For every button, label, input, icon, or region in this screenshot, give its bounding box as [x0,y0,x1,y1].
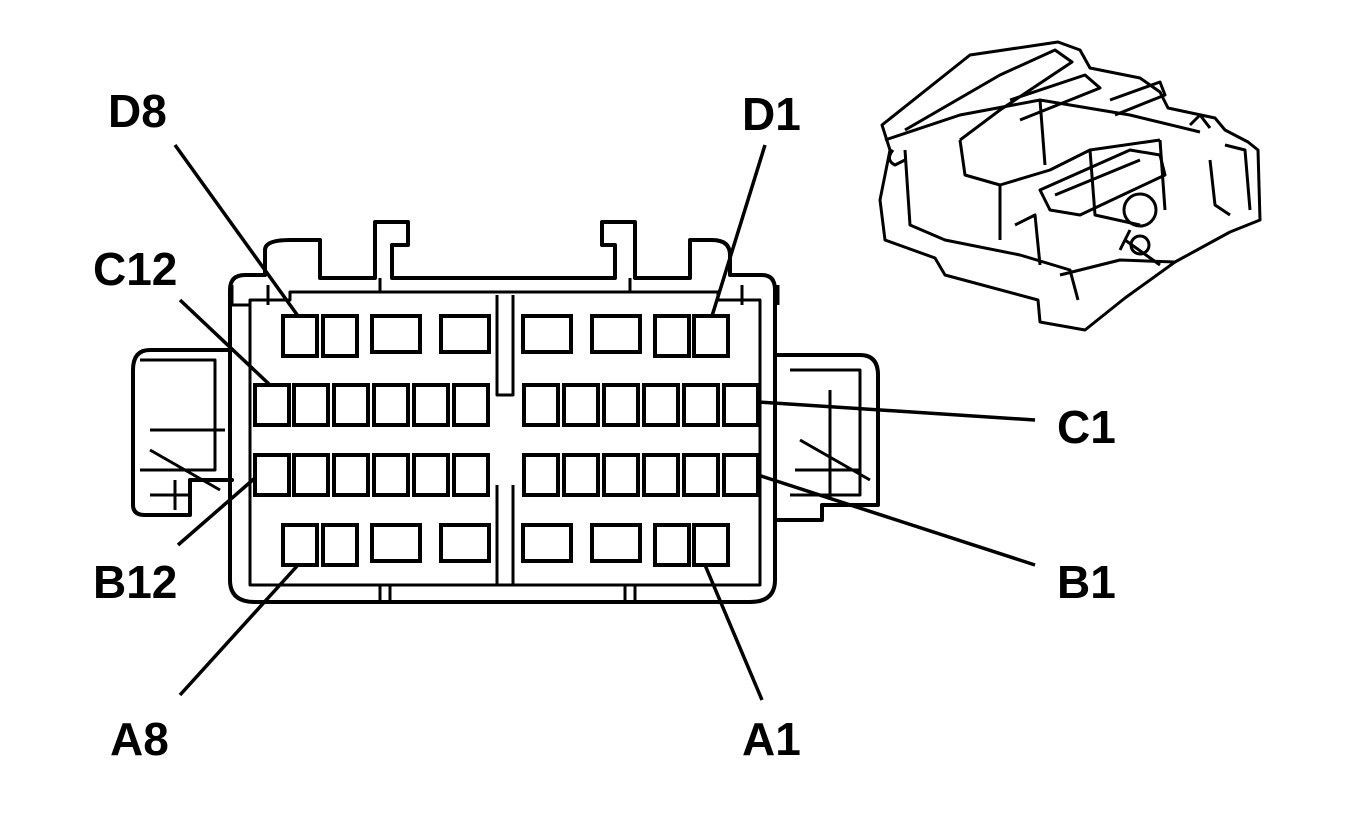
label-a1: A1 [742,713,801,765]
label-a8: A8 [110,713,169,765]
label-b12: B12 [93,556,177,608]
label-d1: D1 [742,88,801,140]
left-side-latch [131,348,234,517]
iso-clip [888,149,1161,267]
left-latch-detail [140,358,225,510]
leader-b1 [757,473,1036,567]
connector-isometric-view [878,40,1262,332]
top-post-right [740,285,780,305]
row-b-terminals [253,453,760,497]
top-post-left [230,285,270,307]
leader-d8 [173,143,300,318]
housing-outline [228,220,777,604]
label-c1: C1 [1057,401,1116,453]
label-b1: B1 [1057,556,1116,608]
leader-c12 [178,298,272,387]
label-d8: D8 [108,85,167,137]
leader-c1 [757,400,1036,422]
row-c-terminals [253,383,760,427]
center-rib [495,295,515,585]
iso-housing-outline [878,40,1262,332]
right-latch-detail [790,368,871,500]
iso-latch-arm [904,48,1167,217]
leader-a1 [703,564,764,701]
iso-pin-ring [1122,192,1158,228]
leader-b12 [176,476,257,547]
leader-lines [173,143,1036,701]
row-a-terminals [281,523,730,567]
row-d-terminals [281,314,730,358]
cavity-labels: D8 D1 C12 C1 B12 B1 A8 A1 [93,85,1116,765]
connector-face [131,220,880,604]
leader-a8 [178,563,300,697]
iso-ribs [1109,80,1252,217]
bottom-rails [378,278,637,602]
leader-d1 [710,144,767,317]
label-c12: C12 [93,243,177,295]
